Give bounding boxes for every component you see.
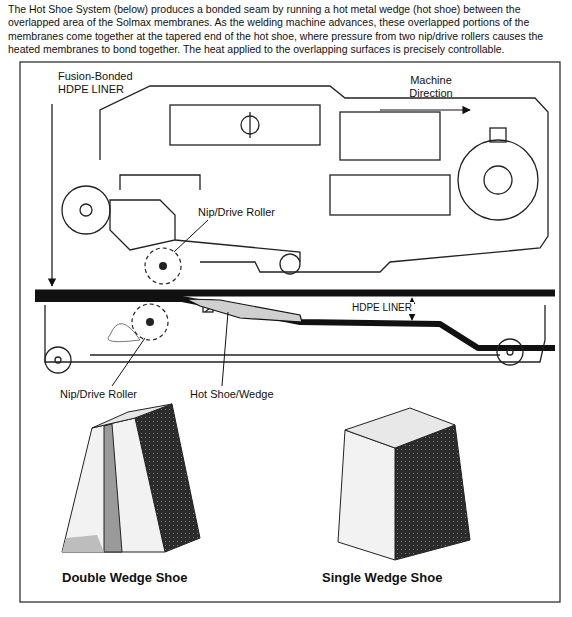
lower-carriage [45, 300, 545, 373]
welder-housing [62, 86, 548, 274]
roller-axle [159, 262, 167, 270]
upper-liner [35, 290, 555, 297]
leader-line [222, 312, 228, 386]
shoe-label: Single Wedge Shoe [322, 570, 502, 586]
cutaway-edge [108, 324, 140, 342]
part-label: Nip/Drive Roller [196, 206, 310, 219]
part-label: Fusion-Bonded HDPE LINER [58, 70, 150, 96]
direction-label: Machine Direction [396, 74, 466, 100]
single-wedge-shoe [338, 408, 470, 560]
part-label: Nip/Drive Roller [60, 388, 170, 401]
double-wedge-shoe [62, 404, 200, 552]
leader-arrow [51, 104, 52, 286]
nip-drive-roller [145, 248, 181, 284]
nip-drive-roller [132, 304, 168, 340]
shoe-label: Double Wedge Shoe [62, 570, 242, 586]
direction-arrow [380, 109, 470, 110]
roller-axle [146, 318, 154, 326]
leader-line [112, 338, 145, 386]
part-label: Hot Shoe/Wedge [190, 388, 300, 401]
hot-shoe-wedge [186, 299, 302, 322]
caption-text: The Hot Shoe System (below) produces a b… [8, 3, 564, 57]
leader-line [174, 220, 208, 252]
part-label: HDPE LINER [338, 302, 414, 314]
frame [20, 62, 560, 602]
lower-liner [35, 299, 555, 348]
